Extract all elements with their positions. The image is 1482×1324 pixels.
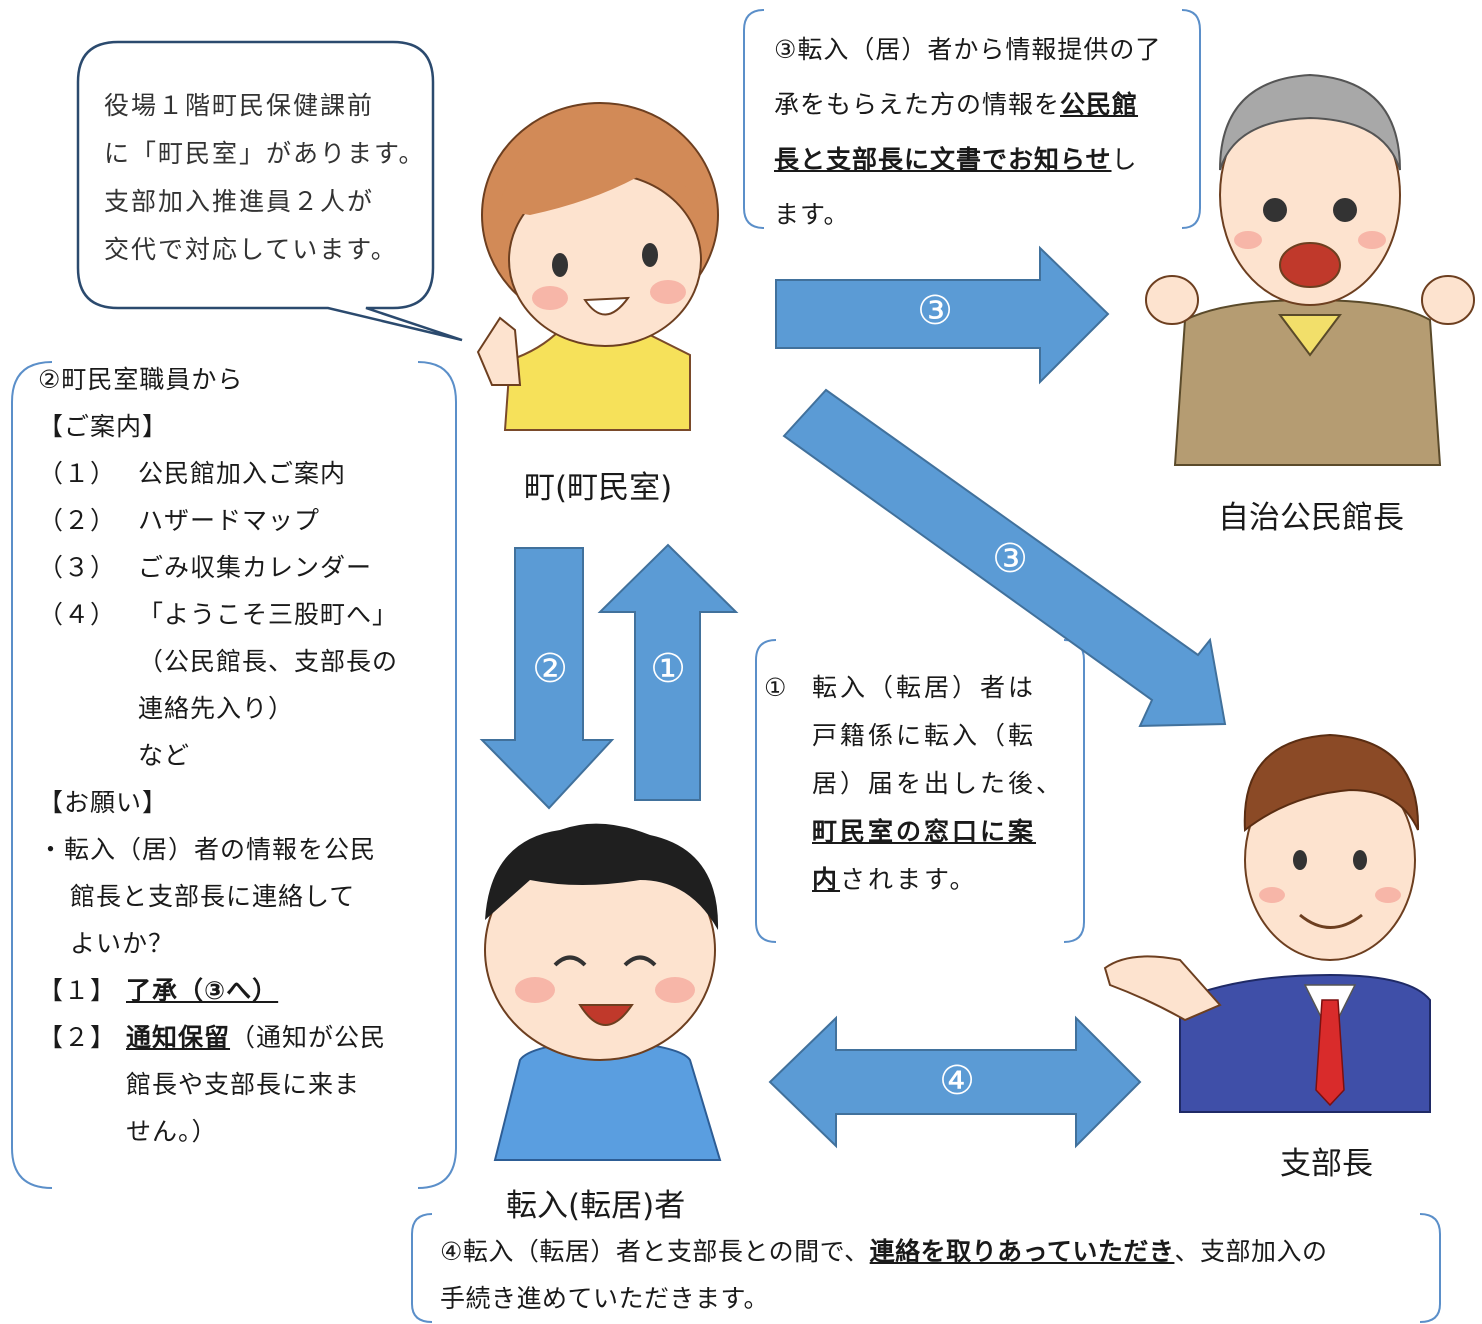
arrow-4-label: ④ [939,1058,975,1104]
box3-line: ます。 [774,200,850,229]
arrow-3-diagonal-label: ③ [992,536,1028,582]
bubble-line: 支部加入推進員２人が [104,187,375,216]
bubble-line: 交代で対応しています。 [104,235,398,264]
bubble-line: に「町民室」があります。 [104,139,426,168]
guide-item4-sub: 連絡先入り） [138,694,295,723]
kominkan-chief-illustration [1145,73,1475,466]
request-line: よいか？ [70,929,175,958]
guide-item: （４）「ようこそ三股町へ」 [38,600,399,629]
box3-notification: ③転入（居）者から情報提供の了 承をもらえた方の情報を公民館 長と支部長に文書で… [774,22,1161,242]
option-1: 【１】了承（③へ） [38,976,279,1005]
box4-line: 手続き進めていただきます。 [440,1284,770,1313]
arrow-3-right-label: ③ [917,288,953,334]
option-2: 【２】通知保留（通知が公民 [38,1023,387,1052]
box3-line: 長と支部長に文書でお知らせし [774,145,1138,174]
request-line: ・転入（居）者の情報を公民 [38,835,377,864]
label-town: 町(町民室) [524,470,673,506]
box1-line: 戸籍係に転入（転 [812,721,1037,750]
arrow-3-right [775,245,1110,385]
option-2-line: せん。） [126,1117,218,1146]
bubble-line: 役場１階町民保健課前 [104,91,375,120]
label-branch-chief: 支部長 [1280,1146,1373,1182]
box3-line: 承をもらえた方の情報を公民館 [774,90,1139,119]
arrow-4-double [768,1015,1142,1149]
option-2-line: 館長や支部長に来ま [126,1070,361,1099]
box1-line: 町民室の窓口に案 [812,817,1037,846]
arrow-1-up [597,543,739,801]
speech-bubble-outline [76,40,463,342]
box4-contact: ④転入（転居）者と支部長との間で、連絡を取りあっていただき、支部加入の 手続き進… [440,1228,1327,1322]
branch-chief-illustration [1103,733,1431,1113]
label-mover: 転入(転居)者 [506,1188,686,1224]
guide-item4-sub: （公民館長、支部長の [138,647,399,676]
request-line: 館長と支部長に連絡して [70,882,356,911]
guide-etc: など [138,741,191,770]
arrow-2-label: ② [532,646,568,692]
box1-line: 内されます。 [812,865,978,894]
box2-staff-guidance: ②町民室職員から 【ご案内】 （１）公民館加入ご案内 （２）ハザードマップ （３… [38,356,398,1155]
box3-line: ③転入（居）者から情報提供の了 [774,35,1162,64]
box4-line: ④転入（転居）者と支部長との間で、連絡を取りあっていただき、支部加入の [440,1237,1328,1266]
speech-bubble-text: 役場１階町民保健課前 に「町民室」があります。 支部加入推進員２人が 交代で対応… [104,82,426,274]
town-staff-illustration [476,102,719,431]
guide-item: （１）公民館加入ご案内 [38,459,347,488]
request-heading: 【お願い】 [38,788,169,817]
box2-title: ②町民室職員から [38,365,244,394]
mover-illustration [484,823,722,1161]
guide-item: （３）ごみ収集カレンダー [38,553,373,582]
box2-brackets [11,361,457,1189]
arrow-1-label: ① [650,646,686,692]
box4-brackets [411,1213,1441,1323]
arrow-3-diagonal [782,388,1227,728]
label-kominkan-chief: 自治公民館長 [1218,500,1404,536]
box1-line: 居）届を出した後、 [812,769,1065,798]
guide-item: （２）ハザードマップ [38,506,321,535]
guide-heading: 【ご案内】 [38,412,169,441]
arrow-2-down [479,547,615,810]
box3-brackets [743,9,1201,229]
